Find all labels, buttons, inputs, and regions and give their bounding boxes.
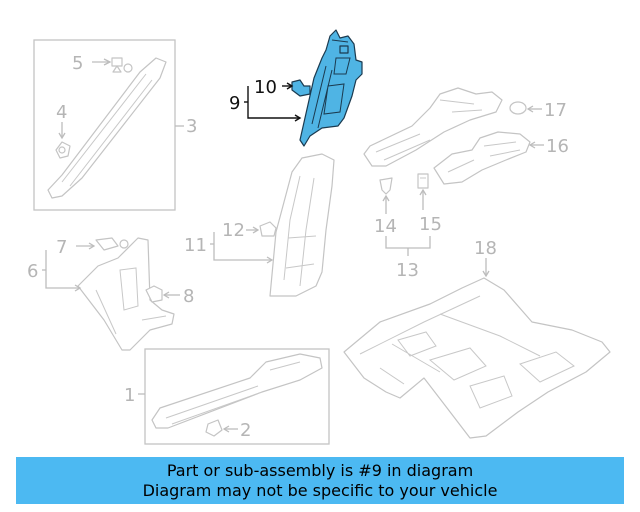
callout-6: 6	[27, 261, 38, 282]
banner-line-1: Part or sub-assembly is #9 in diagram	[166, 461, 474, 480]
callout-15: 15	[419, 214, 442, 235]
group-box-1	[144, 348, 330, 445]
callout-18: 18	[474, 238, 497, 259]
callout-10: 10	[254, 77, 277, 98]
clip-part-10	[291, 79, 311, 97]
clip-part-14	[379, 177, 393, 195]
callout-13: 13	[396, 260, 419, 281]
callout-11: 11	[184, 235, 207, 256]
callout-1: 1	[124, 385, 135, 406]
callout-12: 12	[222, 220, 245, 241]
callout-17: 17	[544, 100, 567, 121]
clip-part-12	[259, 221, 277, 237]
console-bracket	[363, 87, 503, 167]
sill-plate	[151, 353, 323, 429]
clip-part-4	[55, 141, 71, 159]
b-pillar-lower-trim	[269, 153, 335, 297]
callout-16: 16	[546, 136, 569, 157]
a-pillar-trim	[47, 57, 167, 199]
bracket-part-16	[433, 131, 531, 185]
cap-part-17	[509, 101, 527, 115]
clip-part-8	[145, 285, 163, 303]
clip-part-15	[417, 173, 429, 189]
floor-carpet	[343, 277, 611, 439]
callout-8: 8	[183, 286, 194, 307]
callout-3: 3	[186, 116, 197, 137]
callout-9: 9	[229, 93, 240, 114]
callout-5: 5	[72, 53, 83, 74]
quarter-lower-trim	[77, 237, 175, 351]
callout-4: 4	[56, 102, 67, 123]
clip-part-7	[95, 237, 129, 251]
b-pillar-upper-trim-part-9	[299, 29, 363, 147]
group-box-3	[33, 39, 176, 211]
clip-part-2	[205, 419, 223, 437]
clip-part-5	[111, 57, 133, 73]
banner-line-2: Diagram may not be specific to your vehi…	[142, 481, 498, 500]
callout-7: 7	[56, 237, 67, 258]
parts-diagram: 5 4 3 10 9 12 11	[27, 29, 611, 445]
info-banner: Part or sub-assembly is #9 in diagram Di…	[16, 457, 624, 504]
callout-2: 2	[240, 420, 251, 441]
callout-14: 14	[374, 216, 397, 237]
